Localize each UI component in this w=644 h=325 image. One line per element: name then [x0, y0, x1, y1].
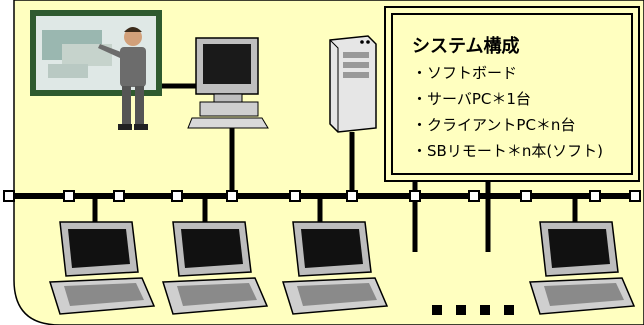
- system-item-remote: SBリモート＊n本(ソフト): [412, 138, 603, 164]
- bus-nodes: [3, 190, 641, 202]
- system-item-server: サーバPC＊1台: [412, 86, 603, 112]
- server-tower-icon: [329, 35, 377, 133]
- desktop-pc-icon: [187, 37, 269, 129]
- laptop-icon: [528, 221, 636, 315]
- ellipsis-dots: [432, 305, 514, 315]
- system-item-client: クライアントPC＊n台: [412, 112, 603, 138]
- system-title: システム構成: [412, 36, 520, 57]
- system-configuration-box: システム構成 ソフトボード サーバPC＊1台 クライアントPC＊n台 SBリモー…: [384, 6, 640, 182]
- system-item-soft-board: ソフトボード: [412, 60, 603, 86]
- laptop-icon: [281, 221, 389, 315]
- presenter-icon: [98, 27, 148, 130]
- laptop-icon: [161, 221, 269, 315]
- laptop-icon: [48, 221, 156, 315]
